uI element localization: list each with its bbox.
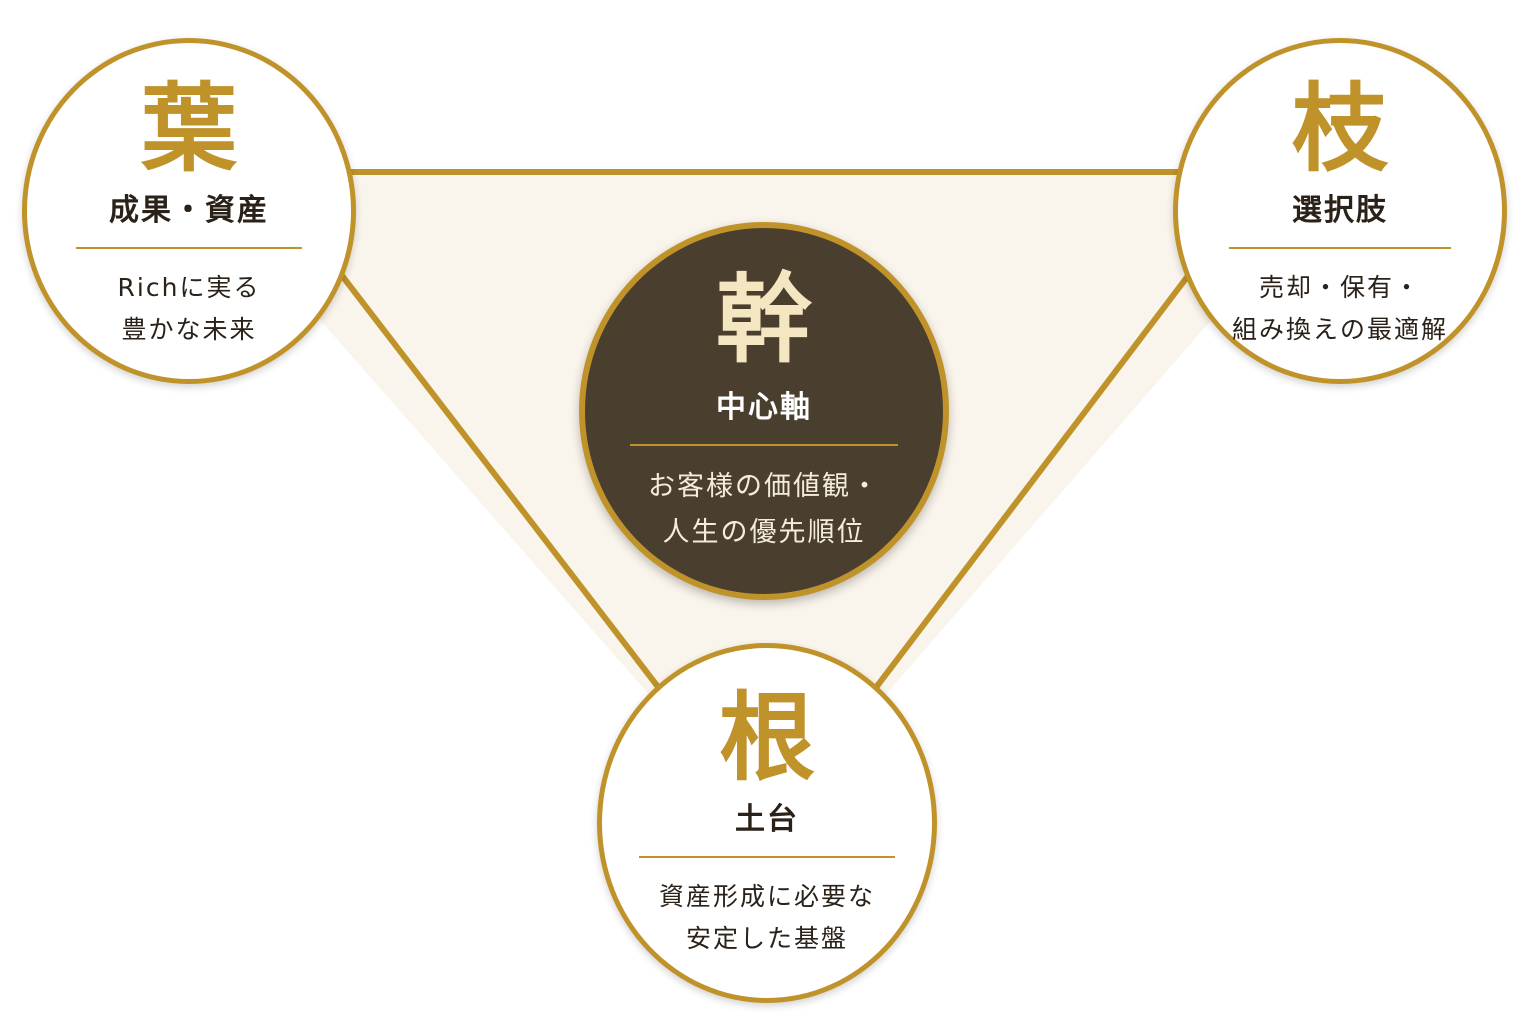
trunk-description-line-2: 人生の優先順位 [662, 517, 866, 548]
branch-description-line-2: 組み換えの最適解 [1231, 315, 1448, 344]
trunk-node: 幹 中心軸 お客様の価値観・ 人生の優先順位 [579, 222, 949, 600]
leaf-kanji: 葉 [141, 72, 237, 185]
root-node: 根 土台 資産形成に必要な 安定した基盤 [597, 643, 937, 1003]
trunk-description: お客様の価値観・ 人生の優先順位 [648, 464, 880, 556]
trunk-divider [630, 444, 898, 446]
root-kanji: 根 [719, 681, 815, 794]
branch-description: 売却・保有・ 組み換えの最適解 [1232, 267, 1448, 351]
root-description-line-1: 資産形成に必要な [658, 882, 875, 911]
leaf-description-line-2: 豊かな未来 [121, 315, 257, 344]
trunk-description-line-1: お客様の価値観・ [648, 471, 880, 502]
root-divider [639, 856, 895, 858]
branch-divider [1229, 247, 1451, 249]
branch-description-line-1: 売却・保有・ [1258, 273, 1421, 302]
leaf-divider [76, 247, 302, 249]
branch-node: 枝 選択肢 売却・保有・ 組み換えの最適解 [1173, 38, 1507, 384]
branch-kanji: 枝 [1292, 72, 1388, 185]
root-description: 資産形成に必要な 安定した基盤 [659, 876, 875, 960]
leaf-title: 成果・資産 [109, 193, 269, 228]
branch-title: 選択肢 [1292, 193, 1388, 228]
leaf-node: 葉 成果・資産 Richに実る 豊かな未来 [22, 38, 356, 384]
trunk-kanji: 幹 [716, 263, 812, 376]
leaf-description: Richに実る 豊かな未来 [118, 267, 261, 351]
leaf-description-line-1: Richに実る [117, 273, 261, 302]
trunk-title: 中心軸 [716, 390, 812, 425]
root-title: 土台 [735, 802, 799, 837]
root-description-line-2: 安定した基盤 [685, 924, 848, 953]
